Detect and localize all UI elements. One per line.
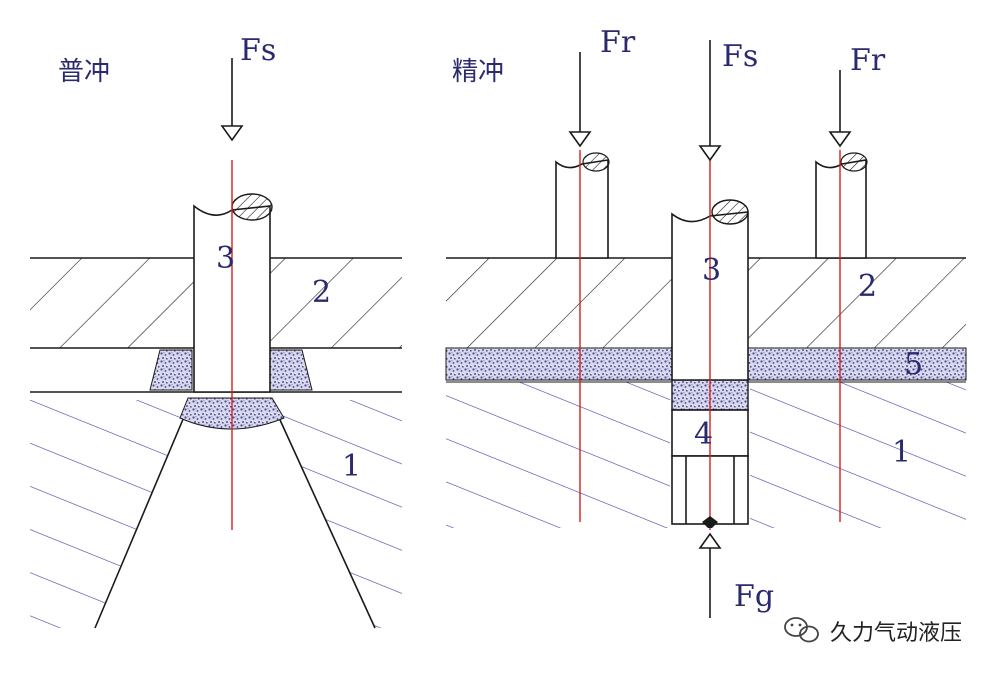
punch — [193, 193, 273, 393]
guide-pin-left — [555, 152, 610, 259]
fineblank-die — [446, 381, 966, 528]
die — [30, 397, 402, 629]
stripper-number-label: 2 — [312, 275, 331, 310]
punch-force-arrow-right — [698, 40, 722, 162]
fineblank-punch-number: 3 — [702, 253, 721, 288]
fineblank-die-number: 1 — [892, 435, 911, 470]
wechat-icon — [784, 617, 819, 643]
punch-force-label: Fs — [240, 33, 276, 68]
counter-punch-number: 4 — [694, 417, 713, 452]
watermark-text: 久力气动液压 — [830, 621, 962, 646]
fineblank-sheet-number: 5 — [904, 347, 923, 382]
punch-force-label-right: Fs — [722, 39, 758, 74]
conventional-punching-panel: 普冲 — [30, 33, 402, 629]
guide-pin-right — [815, 152, 868, 259]
counter-force-arrow — [698, 516, 722, 618]
fineblank-plate-number: 2 — [858, 269, 877, 304]
ring-force-arrow-right — [828, 70, 852, 148]
watermark: 久力气动液压 — [784, 617, 962, 646]
fine-blanking-panel: 精冲 — [445, 25, 967, 618]
ring-force-arrow-left — [568, 52, 592, 148]
punch-force-arrow — [220, 58, 244, 142]
counter-force-label: Fg — [734, 579, 774, 614]
ring-force-label-left: Fr — [600, 25, 636, 60]
ring-force-label-right: Fr — [850, 43, 886, 78]
fineblanking-title: 精冲 — [452, 57, 504, 87]
die-number-label: 1 — [342, 449, 361, 484]
punch-number-label: 3 — [216, 241, 235, 276]
conventional-title: 普冲 — [58, 57, 110, 87]
